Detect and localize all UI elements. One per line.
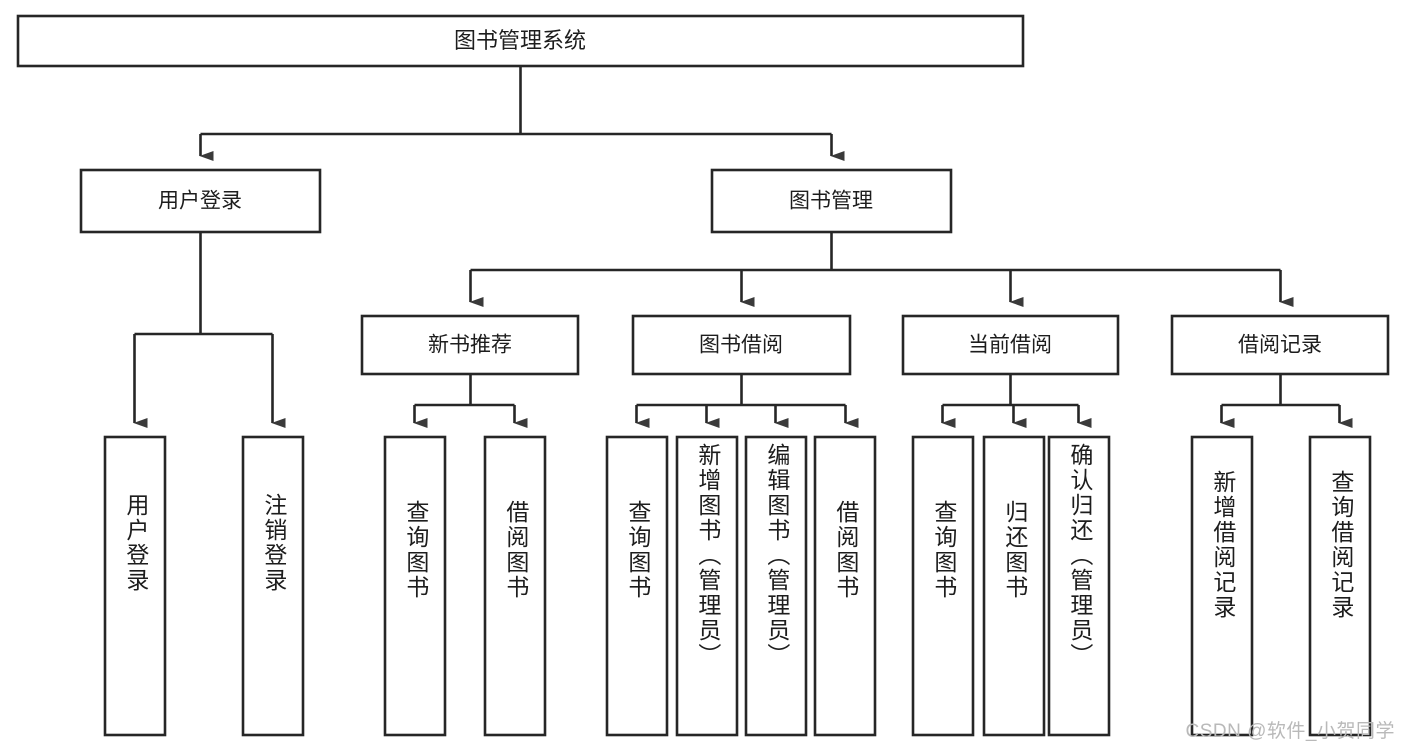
node-leaf-user-login[interactable]	[103, 435, 167, 737]
node-label-user-login: 用户登录	[158, 190, 242, 213]
connector-current-borrow-to-leaves	[941, 374, 1092, 428]
node-leaf-confirm-return-admin[interactable]	[1047, 435, 1111, 737]
node-current-borrow[interactable]: 当前借阅	[901, 314, 1120, 376]
node-book-borrow[interactable]: 图书借阅	[631, 314, 852, 376]
node-leaf-edit-book-admin[interactable]	[744, 435, 808, 737]
node-borrow-records[interactable]: 借阅记录	[1170, 314, 1390, 376]
connector-user-login-to-leaves	[133, 232, 286, 428]
node-leaf-add-book-admin[interactable]	[675, 435, 739, 737]
node-label-borrow-records: 借阅记录	[1238, 334, 1322, 357]
connector-new-book-to-leaves	[413, 374, 528, 428]
node-leaf-query-books-recommend[interactable]	[383, 435, 447, 737]
node-leaf-query-books-borrow[interactable]	[605, 435, 669, 737]
node-leaf-query-books-current[interactable]	[911, 435, 975, 737]
node-new-book-recommend[interactable]: 新书推荐	[360, 314, 580, 376]
node-label-book-management: 图书管理	[789, 190, 873, 213]
node-user-login[interactable]: 用户登录	[79, 168, 322, 234]
node-leaf-borrow-book[interactable]	[813, 435, 877, 737]
connector-records-to-leaves	[1220, 374, 1353, 428]
node-leaf-add-borrow-record[interactable]	[1190, 435, 1254, 737]
node-leaf-return-book[interactable]	[982, 435, 1046, 737]
node-root-system[interactable]: 图书管理系统	[16, 14, 1025, 68]
connector-book-mgmt-to-level3	[469, 232, 1294, 307]
connector-root-to-level2	[199, 66, 845, 161]
node-label-new-book-recommend: 新书推荐	[428, 334, 512, 357]
node-book-management[interactable]: 图书管理	[710, 168, 953, 234]
node-leaf-borrow-books-recommend[interactable]	[483, 435, 547, 737]
node-label-book-borrow: 图书借阅	[699, 334, 783, 357]
node-label-current-borrow: 当前借阅	[968, 334, 1052, 357]
node-leaf-logout[interactable]	[241, 435, 305, 737]
connector-borrow-to-leaves	[635, 374, 859, 428]
node-label-root-system: 图书管理系统	[454, 28, 586, 53]
node-leaf-query-borrow-record[interactable]	[1308, 435, 1372, 737]
